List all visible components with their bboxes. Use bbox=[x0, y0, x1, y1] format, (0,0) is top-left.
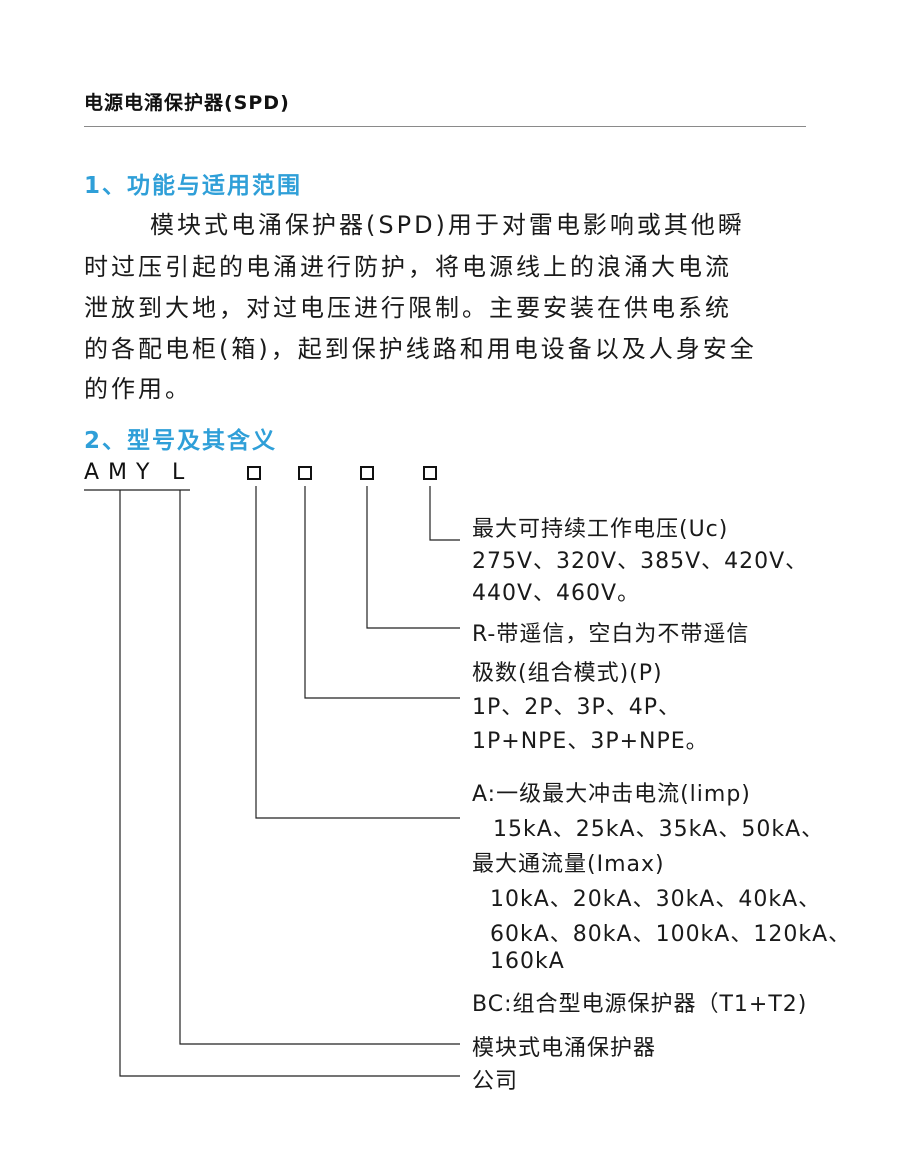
desc-poles-values: 1P、2P、3P、4P、 bbox=[472, 695, 682, 720]
desc-module: 模块式电涌保护器 bbox=[472, 1036, 657, 1061]
leader-company bbox=[119, 490, 460, 1077]
desc-voltage-title: 最大可持续工作电压(Uc) bbox=[472, 517, 729, 542]
desc-imax-title: 最大通流量(Imax) bbox=[472, 852, 665, 877]
paragraph-line: 的作用。 bbox=[84, 375, 192, 403]
section-1-heading: 1、功能与适用范围 bbox=[84, 173, 303, 199]
code-slot-poles bbox=[298, 466, 312, 480]
leader-voltage bbox=[429, 486, 460, 541]
paragraph-line: 模块式电涌保护器(SPD)用于对雷电影响或其他瞬 bbox=[150, 211, 745, 239]
leader-remote bbox=[366, 486, 460, 629]
desc-voltage-values: 440V、460V。 bbox=[472, 581, 641, 606]
section-2-heading: 2、型号及其含义 bbox=[84, 428, 278, 454]
desc-poles-title: 极数(组合模式)(P) bbox=[472, 661, 663, 686]
desc-bc-combo: BC:组合型电源保护器（T1+T2) bbox=[472, 992, 808, 1017]
desc-imax-values: 160kA bbox=[490, 949, 565, 974]
desc-current-values: 15kA、25kA、35kA、50kA、 bbox=[493, 817, 825, 842]
model-code-l: L bbox=[172, 460, 185, 485]
model-code-prefix: AMY bbox=[84, 460, 159, 485]
desc-poles-values: 1P+NPE、3P+NPE。 bbox=[472, 729, 709, 754]
desc-company: 公司 bbox=[472, 1069, 519, 1094]
desc-current-title: A:一级最大冲击电流(limp) bbox=[472, 782, 751, 807]
desc-imax-values: 60kA、80kA、100kA、120kA、 bbox=[490, 922, 852, 947]
leader-current bbox=[255, 486, 460, 819]
paragraph-line: 泄放到大地，对过电压进行限制。主要安装在供电系统 bbox=[84, 294, 732, 322]
paragraph-line: 的各配电柜(箱)，起到保护线路和用电设备以及人身安全 bbox=[84, 335, 757, 363]
leader-module bbox=[179, 490, 460, 1045]
leader-poles bbox=[304, 486, 460, 699]
document-title: 电源电涌保护器(SPD) bbox=[84, 92, 290, 114]
code-slot-current bbox=[247, 466, 261, 480]
title-divider bbox=[84, 126, 806, 127]
code-slot-voltage bbox=[423, 466, 437, 480]
code-slot-remote bbox=[360, 466, 374, 480]
desc-voltage-values: 275V、320V、385V、420V、 bbox=[472, 549, 809, 574]
desc-remote: R-带遥信，空白为不带遥信 bbox=[472, 622, 750, 647]
desc-imax-values: 10kA、20kA、30kA、40kA、 bbox=[490, 887, 822, 912]
paragraph-line: 时过压引起的电涌进行防护，将电源线上的浪涌大电流 bbox=[84, 253, 732, 281]
